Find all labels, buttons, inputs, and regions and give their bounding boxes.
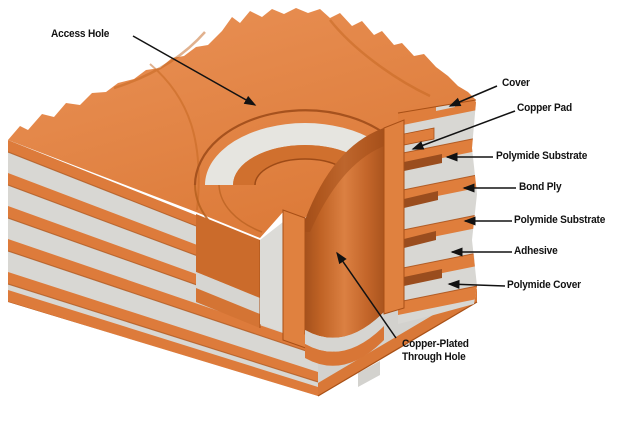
through-hole-barrel bbox=[196, 119, 405, 366]
barrel-wall-right bbox=[383, 119, 405, 315]
copper-pad-ring bbox=[233, 145, 377, 185]
label-bond-ply: Bond Ply bbox=[519, 181, 562, 193]
ring-cut-face bbox=[196, 214, 260, 298]
label-copper-plated-through-hole: Copper-Plated Through Hole bbox=[402, 338, 469, 363]
under-hole-substrate bbox=[305, 312, 384, 352]
polymide-cover-layer bbox=[398, 285, 477, 315]
arrow-polymide-cover bbox=[447, 279, 506, 289]
surface-trace-grooves bbox=[113, 19, 431, 211]
label-copper-pad: Copper Pad bbox=[517, 102, 572, 114]
label-cover: Cover bbox=[502, 77, 530, 89]
label-polymide-cover: Polymide Cover bbox=[507, 279, 581, 291]
copper-trace-cross-sections bbox=[404, 154, 442, 286]
access-hole-outer-edge bbox=[193, 109, 402, 186]
bottom-cover-layer bbox=[318, 289, 477, 396]
arrow-cover bbox=[448, 85, 498, 107]
label-adhesive: Adhesive bbox=[514, 245, 558, 257]
annotation-arrows bbox=[132, 35, 516, 339]
layer-stripe bbox=[8, 272, 318, 382]
hole-wall-substrate bbox=[260, 222, 283, 332]
label-access-hole: Access Hole bbox=[51, 28, 110, 40]
under-hole-copper bbox=[305, 326, 384, 366]
arrow-access-hole bbox=[132, 35, 257, 106]
label-polymide-substrate-2: Polymide Substrate bbox=[514, 214, 606, 226]
bottom-cover-stripe bbox=[8, 290, 318, 396]
arrow-copper-pad bbox=[411, 110, 516, 150]
exposed-substrate-ring bbox=[205, 123, 402, 185]
layer-stripe bbox=[8, 239, 318, 355]
label-polymide-substrate-1: Polymide Substrate bbox=[496, 150, 588, 162]
arrow-through-hole bbox=[336, 251, 397, 339]
cross-section-face bbox=[398, 94, 477, 324]
